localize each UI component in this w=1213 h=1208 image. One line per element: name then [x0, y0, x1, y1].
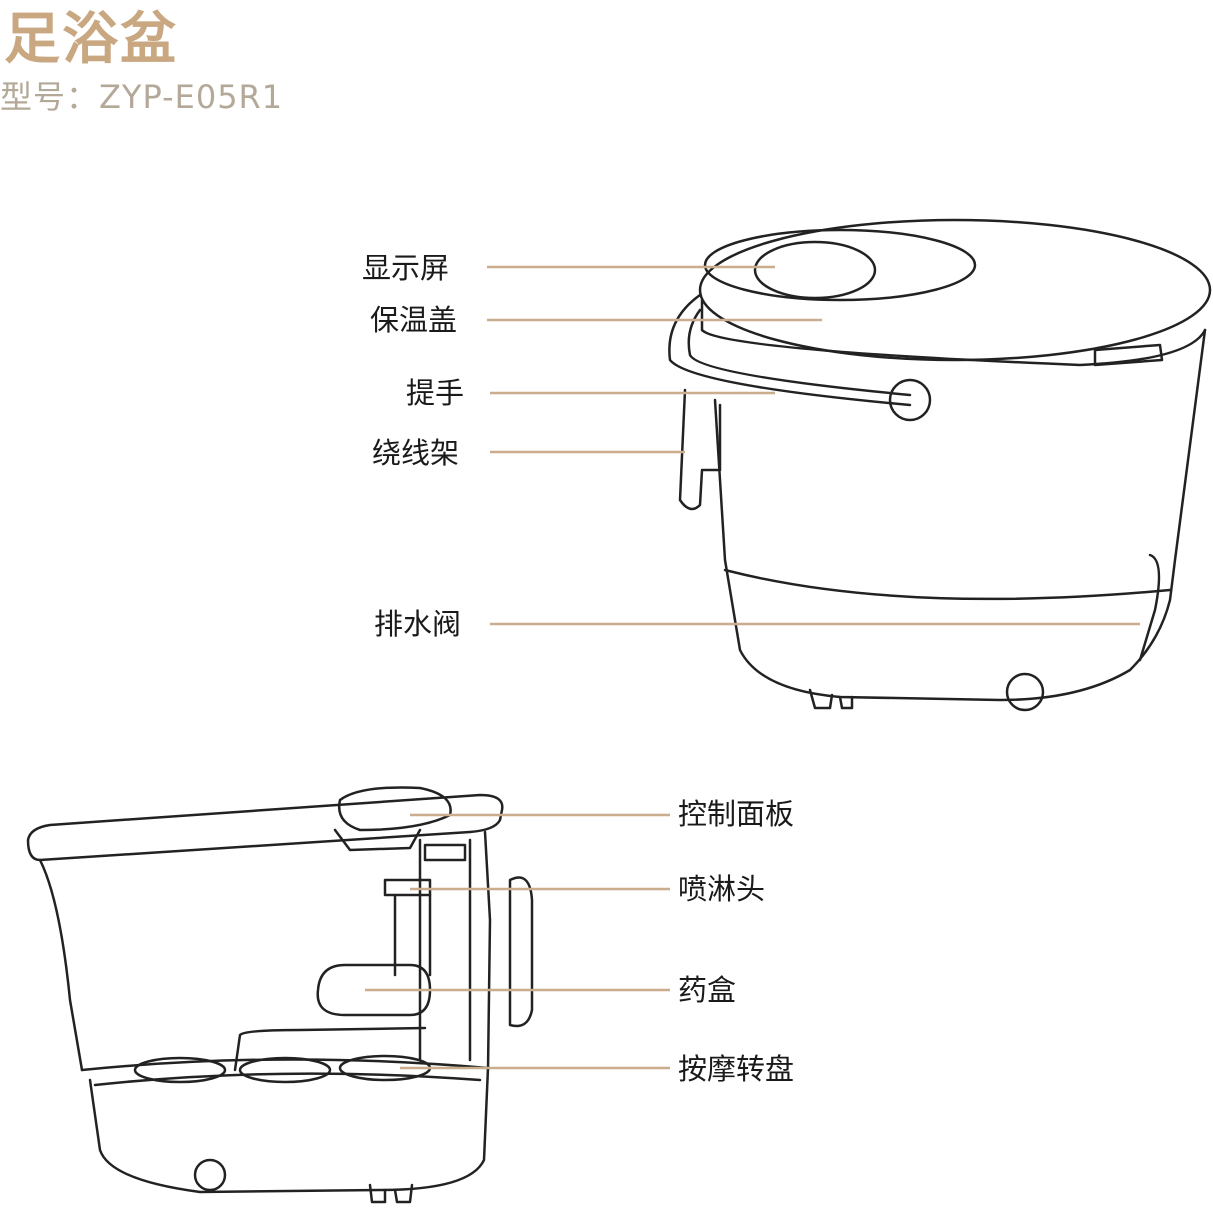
label-handle: 提手 — [406, 376, 465, 410]
foot-bath-cutaway-drawing — [26, 786, 534, 1204]
product-title: 足浴盆 — [4, 7, 178, 72]
leader-lines — [365, 265, 1140, 1070]
label-cord-holder: 绕线架 — [372, 436, 460, 470]
label-control-panel: 控制面板 — [678, 797, 795, 831]
label-display-screen: 显示屏 — [362, 251, 450, 285]
label-drain-valve: 排水阀 — [374, 607, 462, 641]
display-screen-area — [703, 228, 977, 302]
model-number: 型号：ZYP-E05R1 — [0, 78, 284, 116]
label-medicine-box: 药盒 — [678, 973, 737, 1007]
label-massage-rollers: 按摩转盘 — [678, 1052, 795, 1086]
label-insulation-lid: 保温盖 — [370, 303, 458, 337]
label-shower-head: 喷淋头 — [678, 872, 766, 906]
foot-bath-exterior-drawing — [668, 218, 1212, 712]
